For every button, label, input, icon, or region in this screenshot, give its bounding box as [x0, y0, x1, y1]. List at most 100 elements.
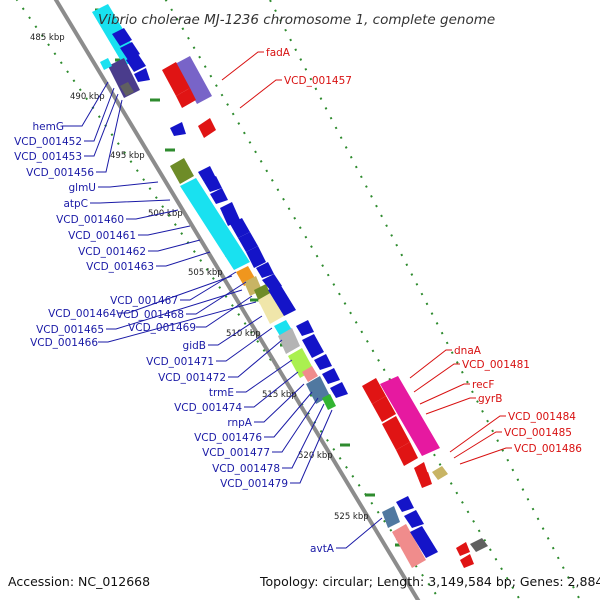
gene-label[interactable]: VCD_001452: [14, 136, 82, 148]
tick-label: 525 kbp: [334, 512, 369, 522]
cds-arrow[interactable]: [404, 510, 424, 528]
gene-label-right[interactable]: VCD_001481: [462, 359, 530, 371]
cds-arrow[interactable]: [322, 368, 340, 384]
gene-label[interactable]: VCD_001453: [14, 151, 82, 163]
cds-arrow[interactable]: [198, 166, 216, 182]
cds-arrow[interactable]: [330, 382, 348, 398]
gene-label[interactable]: VCD_001471: [146, 356, 214, 368]
gene-label[interactable]: VCD_001463: [86, 261, 154, 273]
feature-pink[interactable]: [392, 524, 426, 568]
feature-purple[interactable]: [108, 58, 140, 98]
gene-label[interactable]: VCD_001465: [36, 324, 104, 336]
gene-label-right[interactable]: recF: [472, 379, 494, 391]
gene-label[interactable]: VCD_001478: [212, 463, 280, 475]
gene-label[interactable]: VCD_001469: [128, 322, 196, 334]
feature-green-small[interactable]: [322, 394, 336, 410]
feature-gray[interactable]: [120, 82, 134, 96]
feature-magenta[interactable]: [380, 376, 440, 456]
cds-arrow[interactable]: [170, 122, 186, 136]
gene-label[interactable]: hemG: [33, 121, 64, 133]
feature-khaki-right[interactable]: [432, 466, 448, 480]
cds-arrow-red[interactable]: [414, 462, 428, 478]
tick-label: 485 kbp: [30, 33, 65, 43]
cds-arrow[interactable]: [204, 176, 222, 192]
blue-cds-arrows: [112, 28, 438, 558]
gene-label[interactable]: VCD_001466: [30, 337, 98, 349]
accession-text: Accession: NC_012668: [8, 574, 150, 589]
left-gene-labels: [62, 81, 383, 549]
cds-arrow-red[interactable]: [176, 88, 196, 108]
gene-label[interactable]: VCD_001460: [56, 214, 124, 226]
gene-label-right[interactable]: VCD_001485: [504, 427, 572, 439]
chromosome-backbone: [53, 0, 421, 600]
cds-arrow-red[interactable]: [418, 472, 432, 488]
gene-label[interactable]: VCD_001474: [174, 402, 242, 414]
gene-label[interactable]: VCD_001479: [220, 478, 288, 490]
feature-gray-right[interactable]: [470, 538, 488, 552]
cds-arrow-red[interactable]: [362, 378, 386, 404]
cds-arrow[interactable]: [296, 320, 314, 336]
gene-label[interactable]: avtA: [310, 543, 335, 555]
cds-arrow[interactable]: [230, 218, 250, 238]
gene-label[interactable]: VCD_001462: [78, 246, 146, 258]
cds-arrow[interactable]: [126, 54, 146, 72]
gene-label-right[interactable]: dnaA: [454, 345, 482, 357]
gene-label[interactable]: trmE: [209, 387, 234, 399]
feature-cyan-long[interactable]: [180, 178, 250, 270]
cds-arrow[interactable]: [134, 68, 150, 82]
feature-pink-small[interactable]: [302, 366, 318, 382]
gene-label[interactable]: glmU: [69, 182, 97, 194]
tick-label: 515 kbp: [262, 390, 297, 400]
cds-arrow-red[interactable]: [396, 442, 418, 466]
gene-label-right[interactable]: VCD_001457: [284, 75, 352, 87]
cds-arrow[interactable]: [268, 284, 296, 316]
cds-arrow[interactable]: [246, 246, 266, 268]
map-title: Vibrio cholerae MJ-1236 chromosome 1, co…: [98, 12, 495, 28]
cds-arrow-red[interactable]: [198, 118, 216, 138]
gene-label-right[interactable]: VCD_001486: [514, 443, 582, 455]
gene-label-right[interactable]: VCD_001484: [508, 411, 576, 423]
feature-tan[interactable]: [258, 292, 284, 324]
cds-arrow[interactable]: [314, 354, 332, 370]
gene-label[interactable]: rnpA: [227, 417, 252, 429]
tick-label: 490 kbp: [70, 92, 105, 102]
cds-arrow[interactable]: [396, 496, 414, 512]
cds-arrow[interactable]: [302, 334, 324, 358]
gene-label[interactable]: VCD_001467: [110, 295, 178, 307]
cds-arrow-red[interactable]: [372, 396, 396, 422]
cds-arrow-red[interactable]: [162, 62, 190, 96]
cds-arrow[interactable]: [210, 188, 228, 204]
gene-label[interactable]: atpC: [63, 198, 88, 210]
cds-arrow[interactable]: [410, 526, 438, 558]
gene-label[interactable]: gidB: [183, 340, 206, 352]
topology-text: Topology: circular; Length: 3,149,584 bp…: [259, 574, 600, 589]
gene-label[interactable]: VCD_001456: [26, 167, 94, 179]
cds-arrow-red[interactable]: [460, 554, 474, 568]
cds-arrow-red[interactable]: [382, 416, 410, 450]
tick-label: 505 kbp: [188, 268, 223, 278]
tick-label: 500 kbp: [148, 209, 183, 219]
gene-label[interactable]: VCD_001477: [202, 447, 270, 459]
cds-arrow-red[interactable]: [456, 542, 470, 556]
gene-label-right[interactable]: gyrB: [478, 393, 502, 405]
cds-arrow[interactable]: [112, 28, 132, 46]
gene-label[interactable]: VCD_001468: [116, 309, 184, 321]
gene-label[interactable]: VCD_001472: [158, 372, 226, 384]
gene-label[interactable]: VCD_001464: [48, 308, 116, 320]
feature-cyan-small[interactable]: [100, 58, 112, 70]
gene-label[interactable]: VCD_001461: [68, 230, 136, 242]
tick-label: 520 kbp: [298, 451, 333, 461]
feature-steel-2[interactable]: [382, 506, 400, 528]
right-gene-labels: [221, 51, 512, 465]
cds-arrow[interactable]: [220, 202, 240, 226]
feature-olive[interactable]: [170, 158, 194, 184]
tick-label: 495 kbp: [110, 151, 145, 161]
red-cds-arrows: [162, 62, 474, 568]
feature-gray-2[interactable]: [278, 328, 300, 354]
feature-purple-right[interactable]: [175, 56, 212, 104]
cds-arrow[interactable]: [238, 232, 258, 252]
cds-arrow[interactable]: [256, 262, 274, 278]
gene-label-right[interactable]: fadA: [266, 47, 291, 59]
gene-label[interactable]: VCD_001476: [194, 432, 262, 444]
